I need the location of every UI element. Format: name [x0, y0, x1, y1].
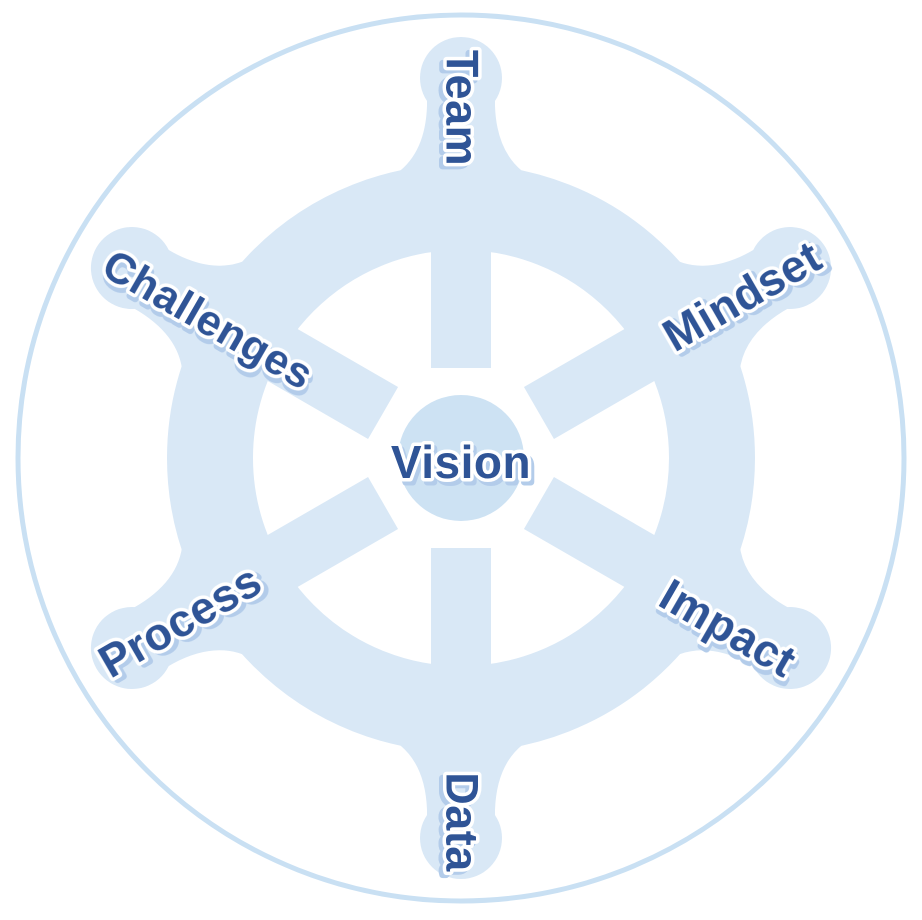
- label-team: Team: [437, 50, 488, 166]
- handle-upper-right: [660, 227, 832, 390]
- spoke-upper-left: [229, 307, 399, 439]
- spoke-lower-left: [229, 477, 399, 609]
- wheel-rim: [167, 164, 755, 752]
- wheel-body: [90, 37, 832, 879]
- handle-lower-left: [90, 526, 262, 689]
- handle-lower-right: [660, 526, 832, 689]
- handle-upper-left: [90, 227, 262, 390]
- spokes: [229, 208, 693, 708]
- spoke-top: [431, 208, 491, 368]
- spoke-upper-right: [523, 307, 693, 439]
- spoke-bottom: [431, 548, 491, 708]
- spoke-lower-right: [523, 477, 693, 609]
- label-vision: Vision: [391, 436, 531, 488]
- label-data: Data: [437, 772, 488, 872]
- hub-circle: [398, 395, 524, 521]
- handles: [90, 37, 832, 879]
- handle-top: [381, 37, 541, 182]
- handle-bottom: [381, 734, 541, 879]
